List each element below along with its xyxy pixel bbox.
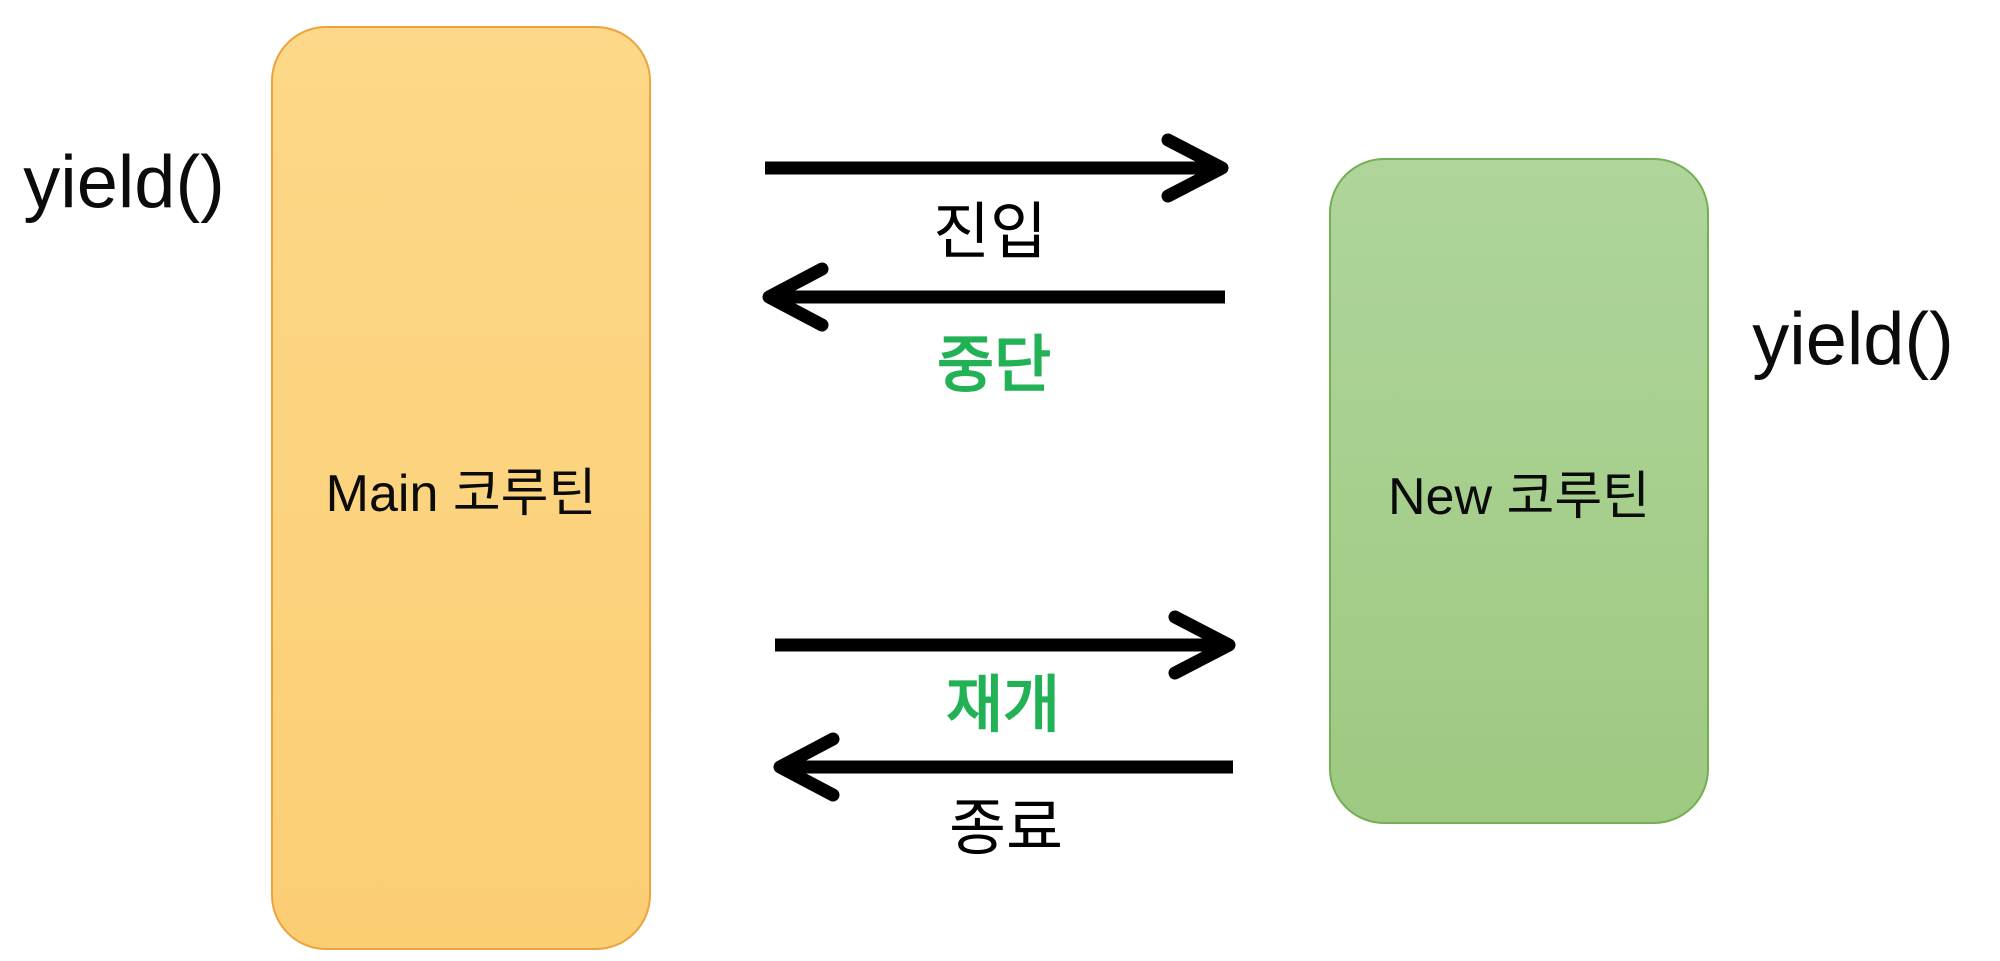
main-coroutine-label: Main 코루틴 [325, 464, 597, 523]
enter-transition-label: 진입 [932, 198, 1048, 267]
enter-arrow-right [765, 133, 1229, 203]
resume-arrow-right [775, 610, 1236, 680]
new-coroutine-box: New 코루틴 [1329, 158, 1709, 824]
suspend-arrow-left [762, 262, 1225, 332]
yield-label-left: yield() [23, 140, 225, 224]
exit-arrow-left [773, 732, 1233, 802]
new-coroutine-label: New 코루틴 [1388, 467, 1650, 526]
exit-transition-label: 종료 [948, 794, 1064, 863]
yield-label-right: yield() [1752, 297, 1954, 381]
main-coroutine-box: Main 코루틴 [271, 26, 651, 950]
resume-transition-label: 재개 [945, 671, 1061, 740]
suspend-transition-label: 중단 [936, 331, 1052, 400]
